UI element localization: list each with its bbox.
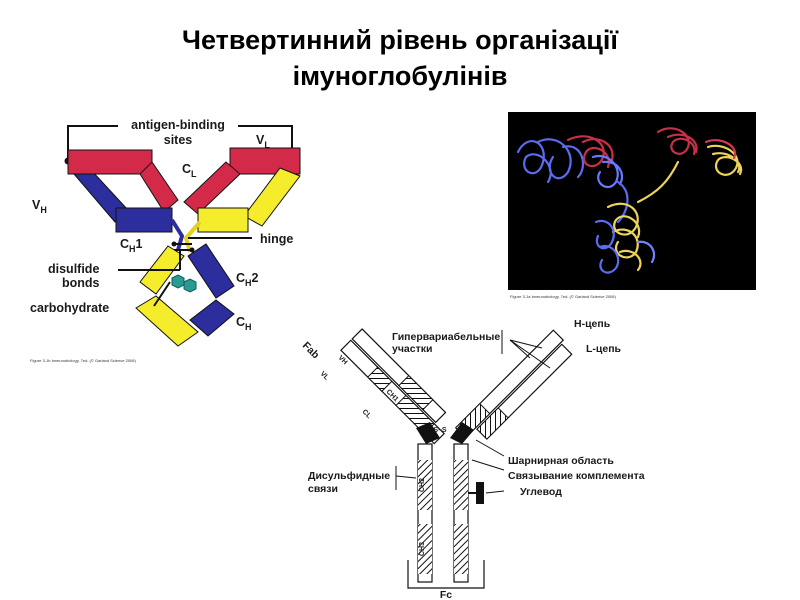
cl-label: CL (361, 408, 373, 420)
right-vl-domain (229, 147, 301, 175)
left-vl-domain (67, 149, 153, 175)
antigen-binding-label-2: sites (164, 133, 193, 147)
fab-left-light-hatched (398, 374, 434, 411)
hinge-block-right (450, 422, 474, 444)
hypervariable-pointer-1 (509, 339, 543, 349)
ch3-label: CH3 (419, 542, 426, 556)
ch3-label: CH (236, 315, 252, 332)
disulfide-label-2: связи (308, 483, 338, 495)
left-cl-domain (139, 161, 179, 213)
ribbon-credit: Figure 3-1a Immunobiology, 7ed. (© Garla… (510, 294, 616, 299)
ribbon-fc-blue (594, 219, 620, 274)
fc-label: Fc (440, 589, 452, 598)
hinge-link-right (183, 220, 202, 253)
hypervariable-label-1: Гипервариабельные (392, 331, 500, 343)
hinge-region-pointer (475, 439, 505, 457)
slide-title-line1: Четвертинний рівень організації (182, 25, 618, 55)
ribbon-fc-blue-2 (636, 240, 656, 264)
fab-left-arm (340, 328, 447, 445)
slide-title: Четвертинний рівень організації імуногло… (0, 22, 800, 94)
hinge-block-left (416, 422, 440, 444)
vl-label: VL (256, 133, 270, 150)
carbohydrate-right (183, 278, 197, 293)
right-vh-domain (243, 167, 301, 227)
schematic-credit: Figure 3-1b Immunobiology, 7ed. (© Garla… (30, 358, 136, 363)
fab-right-arm (454, 329, 573, 440)
fc-bracket (407, 560, 485, 589)
l-chain-label: L-цепь (586, 343, 622, 355)
ribbon-structure-image: Figure 3-1a Immunobiology, 7ed. (© Garla… (508, 112, 756, 299)
fc-ch2-blue (187, 243, 235, 299)
ribbon-heavy-left-2 (591, 154, 624, 189)
fc-right-hatch-ch2 (454, 460, 468, 510)
vl-label: VL (319, 370, 331, 382)
cl-label: CL (182, 162, 197, 179)
hypervariable-pointer-3 (509, 339, 551, 369)
fab-label: Fab (300, 340, 322, 362)
fab-left-heavy-hatched-2 (367, 366, 393, 392)
fab-right-light-hatched (476, 407, 509, 440)
left-ch1-domain (115, 207, 173, 233)
right-ch1-domain (197, 207, 249, 233)
right-cl-domain (183, 161, 241, 215)
hinge-link-left (170, 218, 185, 251)
hypervariable-label-2: участки (392, 343, 432, 355)
ribbon-light-right (656, 127, 698, 156)
antibody-line-drawing: Fc Fab VH VL CH1 CL CH2 CH3 S–S Гипервар… (300, 318, 645, 598)
disulfide-label-1: disulfide (48, 262, 99, 276)
ribbon-heavy-left (516, 138, 585, 184)
hinge-label: hinge (260, 232, 293, 246)
vh-label: VH (32, 198, 47, 215)
carbohydrate-label: carbohydrate (30, 301, 109, 315)
disulfide-dot-1 (171, 241, 177, 247)
carbohydrate-marker (476, 482, 484, 504)
ribbon-fc-yellow (606, 202, 642, 272)
disulfide-pointer (395, 475, 417, 479)
ribbon-light-left (566, 135, 614, 169)
fc-ch3-yellow (135, 295, 199, 347)
hypervariable-pointer-2 (509, 339, 531, 359)
carbohydrate-label: Углевод (520, 486, 562, 498)
ribbon-background (508, 112, 756, 290)
ch2-label: CH2 (236, 271, 259, 288)
ribbon-red-right-2 (704, 139, 737, 160)
disulfide-dot-2 (189, 247, 195, 253)
ribbon-hinge-blue (616, 180, 629, 224)
vh-label: VH (337, 354, 349, 366)
complement-pointer (471, 459, 505, 471)
ch1-label: CH1 (120, 237, 143, 254)
fc-right-hatch-ch3 (454, 524, 468, 574)
ch2-label: CH2 (419, 478, 426, 492)
h-chain-label: Н-цепь (574, 318, 611, 330)
carbohydrate-left (171, 274, 185, 289)
fc-left-hatch-ch2 (418, 460, 432, 510)
antibody-schematic: antigen-binding sites hinge VL CL VH CH1… (30, 118, 301, 363)
hinge-region-label: Шарнирная область (508, 455, 614, 467)
ribbon-hinge-yellow (636, 160, 680, 204)
carbohydrate-pointer (485, 490, 505, 494)
fc-ch3-blue (189, 299, 235, 337)
complement-binding-label: Связывание комплемента (508, 470, 645, 482)
disulfide-label-2: bonds (62, 276, 100, 290)
antigen-binding-label-1: antigen-binding (131, 118, 225, 132)
fc-left-hatch-ch3 (418, 524, 432, 574)
ss-label-center: S–S (433, 427, 447, 434)
slide-title-line2: імуноглобулінів (292, 61, 508, 91)
disulfide-label-1: Дисульфидные (308, 470, 390, 482)
carbohydrate-pointer (153, 281, 171, 307)
